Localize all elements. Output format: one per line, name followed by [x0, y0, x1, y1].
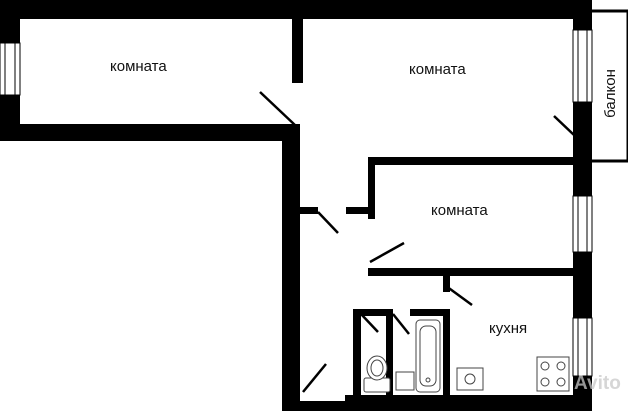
balcony-label-text: балкон [601, 68, 619, 118]
door-swing-icon [392, 313, 410, 335]
door-swings [259, 91, 575, 393]
door-swing-icon [553, 115, 575, 136]
room-label-1: комната [110, 58, 167, 75]
room-label-2: комната [409, 61, 466, 78]
window-icon [572, 195, 593, 253]
stove-icon [536, 356, 570, 392]
door-swing-icon [317, 211, 339, 234]
window-icon [572, 29, 593, 103]
bathtub-icon [415, 319, 441, 393]
door-swing-icon [445, 284, 473, 307]
window-icon [0, 42, 21, 96]
watermark: Avito [574, 373, 621, 394]
fixtures [363, 319, 570, 393]
windows [0, 29, 593, 377]
sink-icon [395, 371, 415, 391]
kitchen-label: кухня [489, 320, 528, 337]
sink-icon [456, 367, 484, 391]
toilet-icon [363, 355, 391, 393]
door-swing-icon [259, 91, 297, 127]
door-swing-icon [302, 363, 327, 393]
door-swing-icon [360, 313, 379, 333]
balcony-label: балкон [596, 58, 624, 128]
room-label-3: комната [431, 202, 488, 219]
window-icon [572, 317, 593, 377]
door-swing-icon [369, 241, 405, 264]
